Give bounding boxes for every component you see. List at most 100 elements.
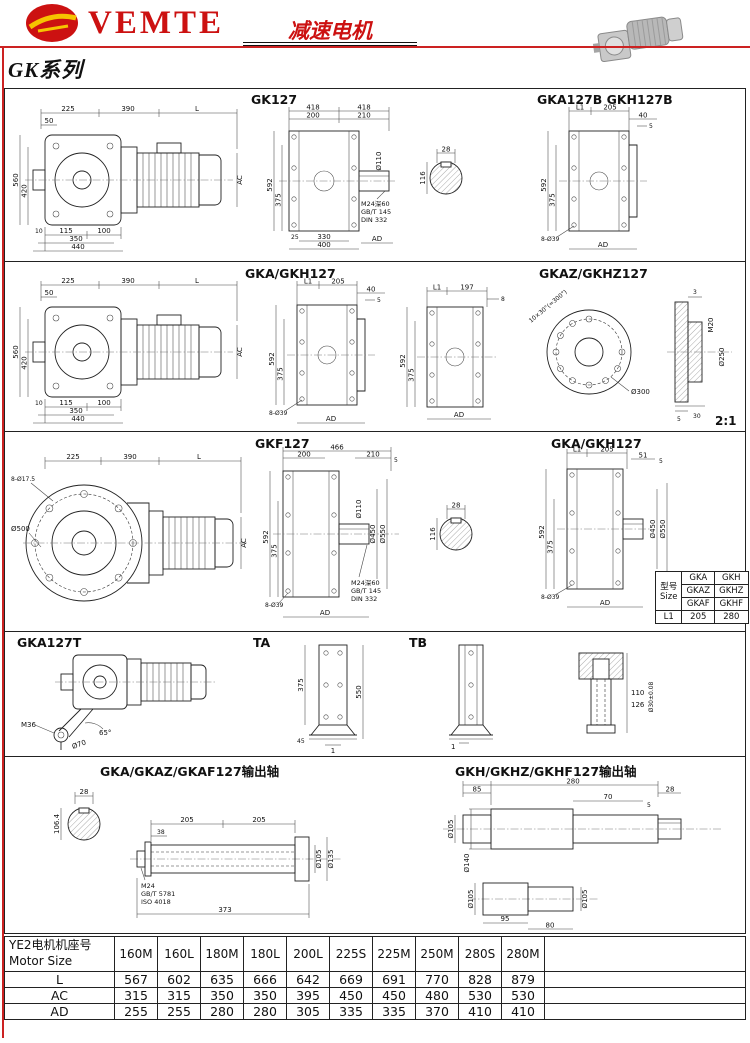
dim-label: 400 xyxy=(317,241,330,249)
model-cell: GKAF xyxy=(681,597,716,611)
table-corner-header: YE2电机机座号 Motor Size xyxy=(4,936,115,972)
series-title: GK系列 xyxy=(8,58,84,82)
dim-label: 592 xyxy=(262,530,270,543)
dim-label: Ø110 xyxy=(375,152,383,171)
dim-label: 375 xyxy=(549,193,557,206)
value-cell: 530 xyxy=(501,987,545,1004)
dim-label: 375 xyxy=(408,368,416,381)
value-cell: 370 xyxy=(415,1003,459,1020)
brand-logo: VEMTE xyxy=(24,2,224,44)
gka127t-drawing: M36 Ø70 65° xyxy=(21,654,215,751)
dim-label: 115 xyxy=(59,227,72,235)
gkh-output-shaft-drawing: 280 85 28 70 5 Ø105 Ø140 95 80 Ø105 Ø105 xyxy=(443,778,723,930)
note-label: GB/T 145 xyxy=(351,587,381,595)
gka-gkh127-side-view-drawing: 225 390 L 50 560 420 10 115 100 xyxy=(12,277,244,424)
panel-title: GKF127 xyxy=(255,436,310,451)
dim-label: 5 xyxy=(394,457,398,464)
dim-label: 110 xyxy=(631,689,644,697)
row-label: AD xyxy=(4,1003,115,1020)
panel-title: GKA/GKAZ/GKAF127输出轴 xyxy=(100,764,280,779)
l1-value: 280 xyxy=(714,610,749,624)
dim-label: L xyxy=(195,277,199,285)
panel-title: GKAZ/GKHZ127 xyxy=(539,266,648,281)
dim-label: Ø140 xyxy=(463,854,471,873)
dim-label: 440 xyxy=(71,243,84,251)
dim-label: 100 xyxy=(97,399,110,407)
gka127-b14-front-view-drawing: L1 197 8 592 375 AD xyxy=(399,284,505,420)
dim-label: 560 xyxy=(12,345,20,358)
dim-label: 440 xyxy=(71,415,84,423)
filler-cell xyxy=(544,971,746,988)
tb-bush-detail-drawing: 110 126 Ø30±0.08 xyxy=(578,652,655,734)
dim-label: AD xyxy=(598,241,608,249)
dim-label: 420 xyxy=(21,184,29,197)
drawing-sheet: GK127 GKA127B GKH127B 225 390 L 50 560 xyxy=(4,88,749,934)
dim-label: 200 xyxy=(306,112,319,120)
brand-emblem-icon xyxy=(26,4,78,42)
dim-label: 5 xyxy=(377,297,381,304)
filler-cell xyxy=(544,1003,746,1020)
dim-label: 126 xyxy=(631,701,645,709)
dim-label: 592 xyxy=(266,178,274,191)
size-table-header: 型号 Size xyxy=(654,571,683,611)
col-header: 280M xyxy=(501,936,545,972)
panel-title: GKA/GKH127 xyxy=(245,266,336,281)
dim-label: 40 xyxy=(367,286,376,294)
header-rule xyxy=(0,46,750,48)
dim-label: 116 xyxy=(419,171,427,185)
col-header: 180M xyxy=(200,936,244,972)
note-label: M24深60 xyxy=(361,199,390,208)
brand-name: VEMTE xyxy=(88,5,225,41)
panel-title: GKA127T xyxy=(17,635,82,650)
dim-label: AC xyxy=(236,175,244,185)
value-cell: 350 xyxy=(200,987,244,1004)
dim-label: Ø105 xyxy=(467,890,475,909)
dim-label: Ø450 xyxy=(369,525,377,544)
dim-label: Ø30±0.08 xyxy=(648,681,655,712)
dim-label: 205 xyxy=(252,816,265,824)
dim-label: 205 xyxy=(600,446,613,454)
ta-bracket-drawing: 375 550 45 1 xyxy=(297,644,364,755)
dim-label: 85 xyxy=(473,786,482,794)
dim-label: Ø300 xyxy=(631,388,650,396)
dim-label: M36 xyxy=(21,721,36,729)
value-cell: 315 xyxy=(114,987,158,1004)
dim-label: 210 xyxy=(357,112,370,120)
model-cell: GKH xyxy=(714,571,749,585)
model-cell: GKAZ xyxy=(681,584,716,598)
dim-label: 5 xyxy=(659,458,663,465)
dim-label: 8-Ø39 xyxy=(541,594,560,601)
dim-label: M20 xyxy=(707,318,715,333)
note-label: M24深60 xyxy=(351,578,380,587)
dim-label: Ø500 xyxy=(11,525,30,533)
dim-label: L xyxy=(197,453,201,461)
dim-label: 197 xyxy=(460,284,473,292)
panel-title: GKA/GKH127 xyxy=(551,436,642,451)
value-cell: 635 xyxy=(200,971,244,988)
dim-label: 30 xyxy=(693,413,701,420)
dim-label: L1 xyxy=(573,446,581,454)
dim-label: 50 xyxy=(45,289,54,297)
product-photo xyxy=(592,16,684,63)
panel-title: TB xyxy=(409,635,428,650)
gka-gkh127-front-view-drawing: L1 205 40 5 592 375 8-Ø39 AD xyxy=(268,278,385,424)
dim-label: 550 xyxy=(355,685,363,698)
gka127b-front-view-drawing: L1 205 40 5 592 375 8-Ø39 AD xyxy=(540,104,657,250)
dim-label: Ø105 xyxy=(315,850,323,869)
row-divider xyxy=(5,261,745,262)
page-title: 减速电机 xyxy=(288,19,372,43)
dim-label: 5 xyxy=(649,123,653,130)
dim-label: 466 xyxy=(330,444,344,452)
table-row: AC 315 315 350 350 395 450 450 480 530 5… xyxy=(4,987,746,1004)
value-cell: 255 xyxy=(157,1003,201,1020)
value-cell: 280 xyxy=(200,1003,244,1020)
filler-cell xyxy=(544,987,746,1004)
value-cell: 691 xyxy=(372,971,416,988)
dim-label: 8 xyxy=(501,296,505,303)
shaft-section-detail-drawing: 28 116 xyxy=(429,502,473,551)
dim-label: Ø70 xyxy=(71,738,87,750)
row-label: L xyxy=(4,971,115,988)
dim-label: AD xyxy=(372,235,382,243)
value-cell: 530 xyxy=(458,987,502,1004)
l1-value: 205 xyxy=(681,610,716,624)
